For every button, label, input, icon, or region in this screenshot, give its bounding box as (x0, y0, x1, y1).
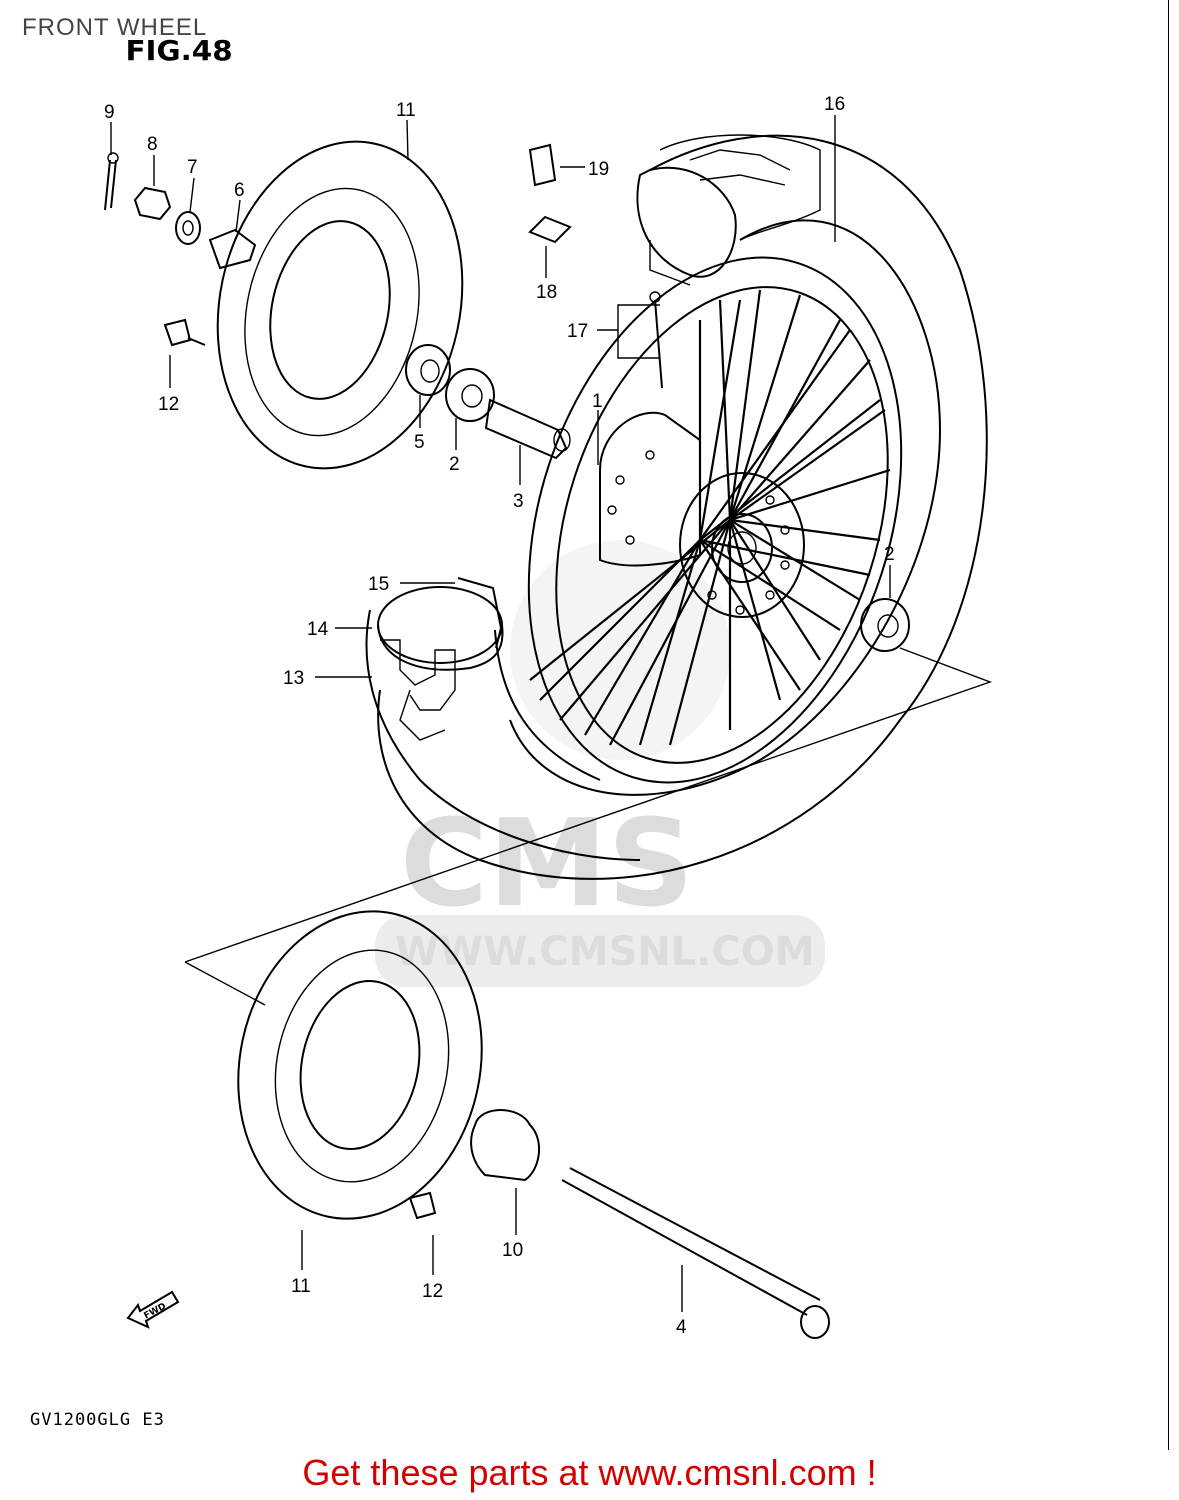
callout-14: 14 (307, 619, 329, 640)
spokes (529, 289, 891, 746)
callout-11-lower: 11 (291, 1276, 311, 1297)
wheel-hub (599, 411, 805, 618)
callout-11-upper: 11 (396, 100, 416, 121)
cotter-pin (104, 152, 119, 211)
callout-18: 18 (536, 282, 557, 303)
wheel-rim (527, 256, 903, 784)
callout-16: 16 (824, 94, 845, 115)
parts-banner-link[interactable]: Get these parts at www.cmsnl.com ! (302, 1452, 877, 1493)
speedometer-gearbox (470, 1109, 541, 1182)
disc-bolt-upper (163, 318, 206, 347)
callout-13: 13 (283, 668, 304, 689)
washer (175, 211, 201, 245)
rim-band (377, 577, 504, 671)
spacer-collar (208, 228, 257, 270)
bearing-left (445, 368, 495, 422)
rim-nipple-pad (528, 215, 572, 244)
callout-15: 15 (368, 574, 389, 595)
spacer-tube (484, 398, 571, 460)
watermark-logo: CMS (400, 795, 694, 934)
callout-2-right: 2 (884, 544, 895, 565)
callout-2-left: 2 (449, 454, 460, 475)
callout-4: 4 (676, 1317, 687, 1338)
callout-7: 7 (187, 157, 198, 178)
page-title: FRONT WHEEL (22, 14, 208, 41)
callout-17: 17 (567, 321, 588, 342)
front-axle (561, 1167, 830, 1339)
valve-cap (528, 143, 557, 187)
callouts: 9 8 7 6 11 12 5 2 3 1 16 19 18 17 15 14 … (104, 94, 895, 1338)
tire (365, 134, 988, 880)
watermark-url: WWW.CMSNL.COM (395, 929, 815, 975)
callout-6: 6 (234, 180, 245, 201)
spoke-set (649, 291, 663, 389)
figure-label: FIG.48 (125, 34, 233, 67)
callout-9: 9 (104, 102, 115, 123)
dust-seal (405, 344, 451, 396)
callout-12-upper: 12 (158, 394, 179, 415)
callout-10: 10 (502, 1240, 523, 1261)
disc-bolt-lower (408, 1191, 437, 1220)
bearing-right (860, 598, 910, 652)
model-code: GV1200GLG E3 (30, 1410, 165, 1430)
callout-12-lower: 12 (422, 1281, 443, 1302)
axle-nut (133, 186, 172, 221)
callout-19: 19 (588, 159, 609, 180)
forward-direction-arrow: FWD (126, 1290, 180, 1329)
exploded-parts-diagram: CMS WWW.CMSNL.COM (104, 94, 993, 1339)
callout-8: 8 (147, 134, 158, 155)
perspective-plane (184, 647, 993, 1006)
callout-5: 5 (414, 432, 425, 453)
callout-1: 1 (592, 391, 603, 412)
page-border (1168, 0, 1169, 1450)
callout-3: 3 (513, 491, 524, 512)
brake-disc-lower (237, 910, 483, 1220)
leader-lines (110, 115, 891, 1312)
brake-disc-upper (216, 140, 464, 470)
